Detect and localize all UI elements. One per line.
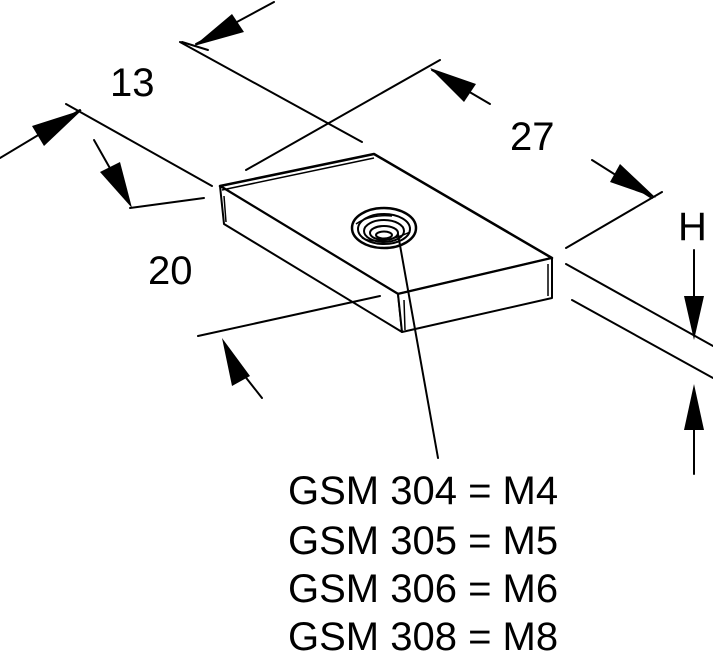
extension-line — [65, 103, 213, 187]
plate-edge-line — [403, 299, 406, 331]
variant-label: GSM 304 = M4 — [288, 469, 558, 513]
dimension-arrow — [430, 68, 476, 102]
leader-line — [397, 233, 439, 459]
dimension-line — [239, 369, 263, 399]
threaded-hole — [350, 206, 418, 250]
variant-label: GSM 306 = M6 — [288, 567, 558, 611]
variant-label: GSM 305 = M5 — [288, 519, 558, 563]
dimension-arrow — [684, 384, 704, 430]
dimension-arrow — [610, 164, 656, 198]
dimension-27: 27 — [245, 59, 663, 249]
variant-label: GSM 308 = M8 — [288, 615, 558, 654]
plate-edge-line — [223, 195, 227, 223]
extension-line — [181, 41, 209, 51]
dimension-arrow — [32, 110, 82, 146]
extension-line — [179, 41, 363, 143]
dimension-arrow — [684, 296, 704, 340]
dimension-label-27: 27 — [510, 115, 555, 159]
extension-line — [565, 263, 713, 347]
variant-list: GSM 304 = M4 GSM 305 = M5 GSM 306 = M6 G… — [288, 469, 558, 654]
dimension-label-20: 20 — [148, 249, 193, 293]
extension-line — [565, 191, 663, 249]
nut-plate — [218, 152, 554, 333]
extension-line — [571, 299, 713, 379]
plate-edge-line — [221, 157, 375, 191]
extension-line — [245, 59, 441, 171]
dimension-13: 13 — [110, 1, 363, 143]
dimension-20: 20 — [0, 103, 381, 399]
dimension-h: H — [565, 205, 713, 475]
extension-line — [197, 295, 381, 337]
dimension-arrow — [100, 162, 132, 208]
dimension-arrow — [194, 14, 244, 46]
extension-line — [129, 197, 205, 209]
dimension-label-13: 13 — [110, 61, 155, 105]
dimension-label-h: H — [678, 205, 707, 249]
plate-front-side — [397, 257, 553, 333]
